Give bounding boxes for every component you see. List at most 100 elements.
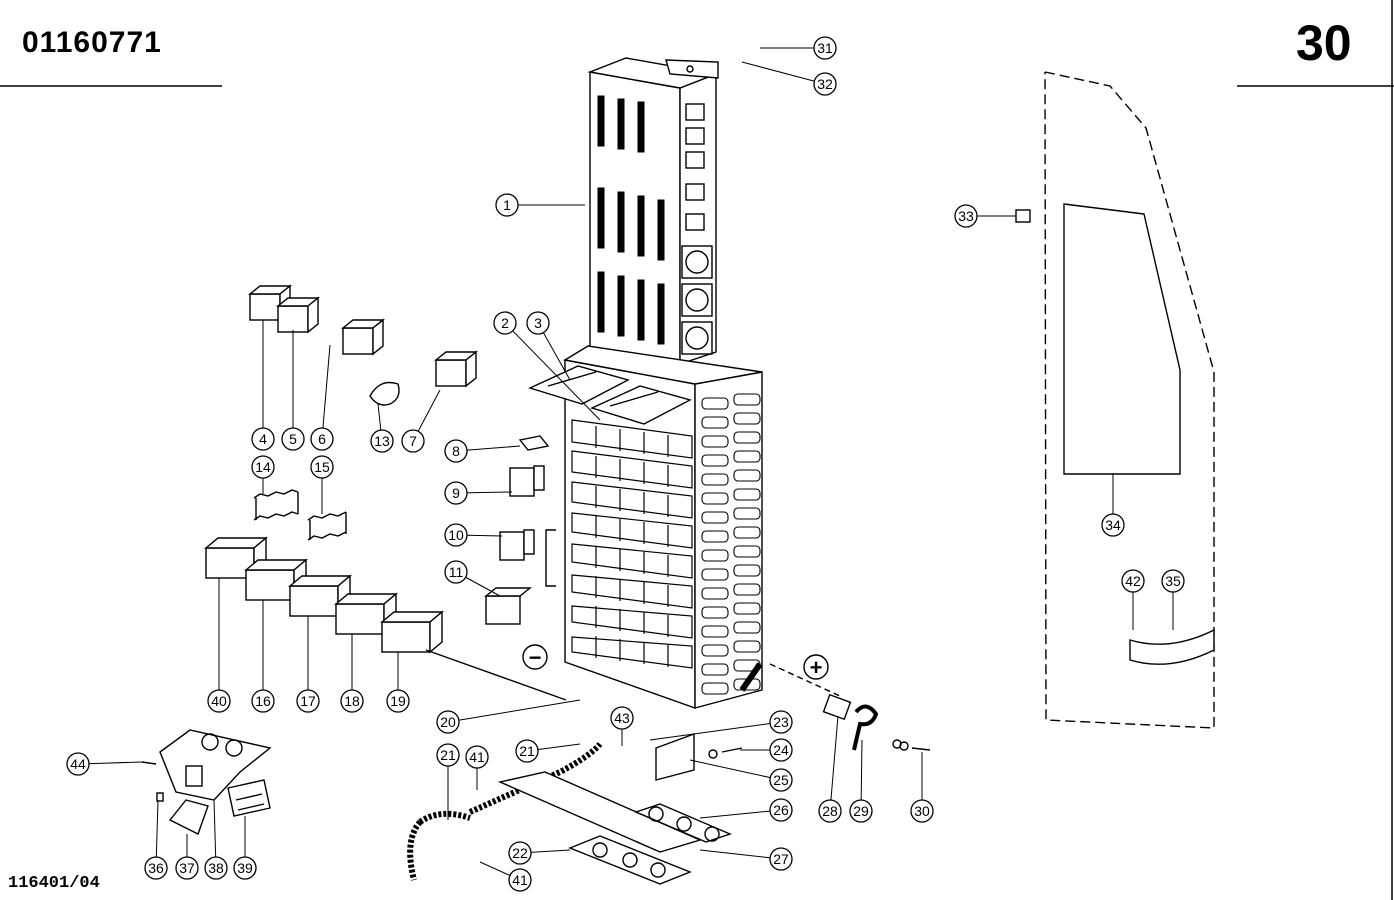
callout-44: 44 <box>66 752 90 776</box>
callout-circle <box>251 427 275 451</box>
callout-37: 37 <box>175 856 199 880</box>
callout-label: 44 <box>70 756 86 772</box>
callout-25: 25 <box>769 768 793 792</box>
callout-circle <box>1101 513 1125 537</box>
callout-3: 3 <box>526 311 550 335</box>
callout-circle <box>444 560 468 584</box>
callout-circle <box>310 427 334 451</box>
callout-17: 17 <box>296 689 320 713</box>
callout-8: 8 <box>444 439 468 463</box>
callout-32: 32 <box>813 72 837 96</box>
callout-13: 13 <box>370 429 394 453</box>
callout-circle <box>465 745 489 769</box>
callout-circle <box>444 523 468 547</box>
callout-43: 43 <box>610 706 634 730</box>
callout-circle <box>493 311 517 335</box>
small-relays <box>248 284 478 406</box>
callout-18: 18 <box>340 689 364 713</box>
callout-circle <box>813 36 837 60</box>
callout-label: 23 <box>773 714 789 730</box>
callout-label: 19 <box>390 693 406 709</box>
negative-sign: − <box>529 645 542 670</box>
callout-label: 10 <box>448 527 464 543</box>
callout-circle <box>340 689 364 713</box>
callout-circle <box>251 689 275 713</box>
callout-label: 18 <box>344 693 360 709</box>
callout-circle <box>251 455 275 479</box>
callout-circle <box>1121 569 1145 593</box>
leader-line-32 <box>741 61 826 85</box>
callout-label: 37 <box>179 860 195 876</box>
callout-label: 35 <box>1165 573 1181 589</box>
callout-label: 25 <box>773 772 789 788</box>
callout-label: 7 <box>409 433 417 449</box>
callout-label: 3 <box>534 315 542 331</box>
callout-label: 24 <box>773 742 789 758</box>
callout-circle <box>233 856 257 880</box>
callout-circle <box>508 868 532 892</box>
callout-circle <box>495 193 519 217</box>
positive-polarity-mark <box>803 654 829 680</box>
large-relays <box>204 536 567 701</box>
callout-label: 42 <box>1125 573 1141 589</box>
wire-bridges <box>253 489 347 541</box>
callout-15: 15 <box>310 455 334 479</box>
callout-circle <box>508 841 532 865</box>
callout-40: 40 <box>207 689 231 713</box>
callout-label: 31 <box>817 40 833 56</box>
clips-and-plugs <box>484 435 556 625</box>
callout-4: 4 <box>251 427 275 451</box>
callout-circle <box>515 739 539 763</box>
callout-label: 17 <box>300 693 316 709</box>
battery-terminal-parts <box>655 662 931 781</box>
callout-circle <box>769 710 793 734</box>
callout-23: 23 <box>769 710 793 734</box>
callout-21a: 21 <box>436 743 460 767</box>
document-number: 01160771 <box>22 26 162 59</box>
leader-line-20 <box>447 699 581 723</box>
callout-label: 32 <box>817 76 833 92</box>
callout-circle <box>526 311 550 335</box>
callout-label: 28 <box>822 803 838 819</box>
callout-label: 39 <box>237 860 253 876</box>
negative-polarity-mark <box>522 644 548 670</box>
fuse-covers <box>528 365 692 425</box>
callout-label: 21 <box>440 747 456 763</box>
leader-line-27 <box>699 849 782 860</box>
drawing-reference: 116401/04 <box>8 874 100 893</box>
callout-circle <box>436 710 460 734</box>
callout-38: 38 <box>204 856 228 880</box>
callout-label: 9 <box>452 485 460 501</box>
callout-42: 42 <box>1121 569 1145 593</box>
callout-1: 1 <box>495 193 519 217</box>
callout-label: 4 <box>259 431 267 447</box>
callout-33: 33 <box>954 204 978 228</box>
callout-circle <box>444 439 468 463</box>
callout-10: 10 <box>444 523 468 547</box>
callout-label: 11 <box>449 564 464 580</box>
callout-circle <box>444 481 468 505</box>
callout-27: 27 <box>769 847 793 871</box>
callout-21b: 21 <box>515 739 539 763</box>
callout-label: 26 <box>773 802 789 818</box>
callout-circle <box>436 743 460 767</box>
leader-line-26 <box>699 809 782 819</box>
callout-34: 34 <box>1101 513 1125 537</box>
callout-11: 11 <box>444 560 468 584</box>
callout-circle <box>204 856 228 880</box>
callout-label: 1 <box>503 197 511 213</box>
callout-19: 19 <box>386 689 410 713</box>
callout-circle <box>954 204 978 228</box>
callout-26: 26 <box>769 798 793 822</box>
callout-label: 16 <box>255 693 271 709</box>
leader-line-25 <box>689 759 782 781</box>
callout-6: 6 <box>310 427 334 451</box>
callout-circle <box>175 856 199 880</box>
bus-bars-and-ground-straps <box>407 741 732 885</box>
callout-label: 41 <box>469 749 485 765</box>
callout-20: 20 <box>436 710 460 734</box>
callout-label: 6 <box>318 431 326 447</box>
